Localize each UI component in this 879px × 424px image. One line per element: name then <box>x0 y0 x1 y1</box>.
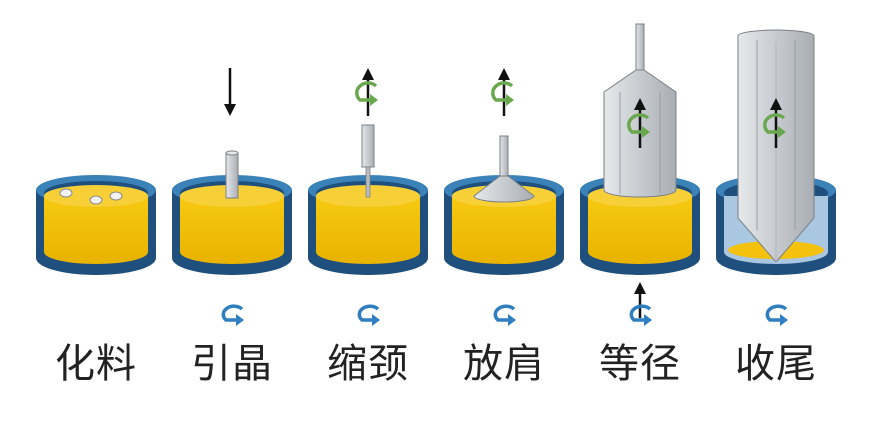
stage-shoulder <box>444 68 564 326</box>
stage-label-melt: 化料 <box>55 341 137 387</box>
crucible-lift-arrow-icon <box>634 282 646 318</box>
crucible <box>36 175 156 275</box>
stage-label-neck: 缩颈 <box>327 341 409 387</box>
pull-rotate-arrow-icon <box>627 98 650 148</box>
crucible-rotation-icon <box>221 304 244 326</box>
stage-label-body: 等径 <box>599 341 681 387</box>
shoulder-crystal <box>473 135 535 203</box>
crucible-rotation-icon <box>493 304 516 326</box>
pull-rotate-arrow-icon <box>763 98 786 148</box>
pull-rotate-arrow-icon <box>355 68 378 116</box>
pull-rotate-arrow-icon <box>491 68 514 116</box>
stage-body <box>580 23 700 326</box>
crucible-rotation-icon <box>629 304 652 326</box>
raw-material-chunks <box>59 188 123 205</box>
necked-crystal <box>361 124 375 198</box>
stage-label-seed: 引晶 <box>191 341 273 387</box>
stage-melt <box>36 175 156 275</box>
stage-tail <box>716 29 836 326</box>
stage-neck <box>308 68 428 326</box>
crucible-rotation-icon <box>765 304 788 326</box>
stage-seed <box>172 68 292 326</box>
stage-label-shoulder: 放肩 <box>463 341 545 387</box>
down-arrow-icon <box>224 68 236 116</box>
crucible <box>172 175 292 275</box>
seed-crystal <box>225 150 239 199</box>
crucible-rotation-icon <box>357 304 380 326</box>
stage-label-tail: 收尾 <box>735 341 817 387</box>
